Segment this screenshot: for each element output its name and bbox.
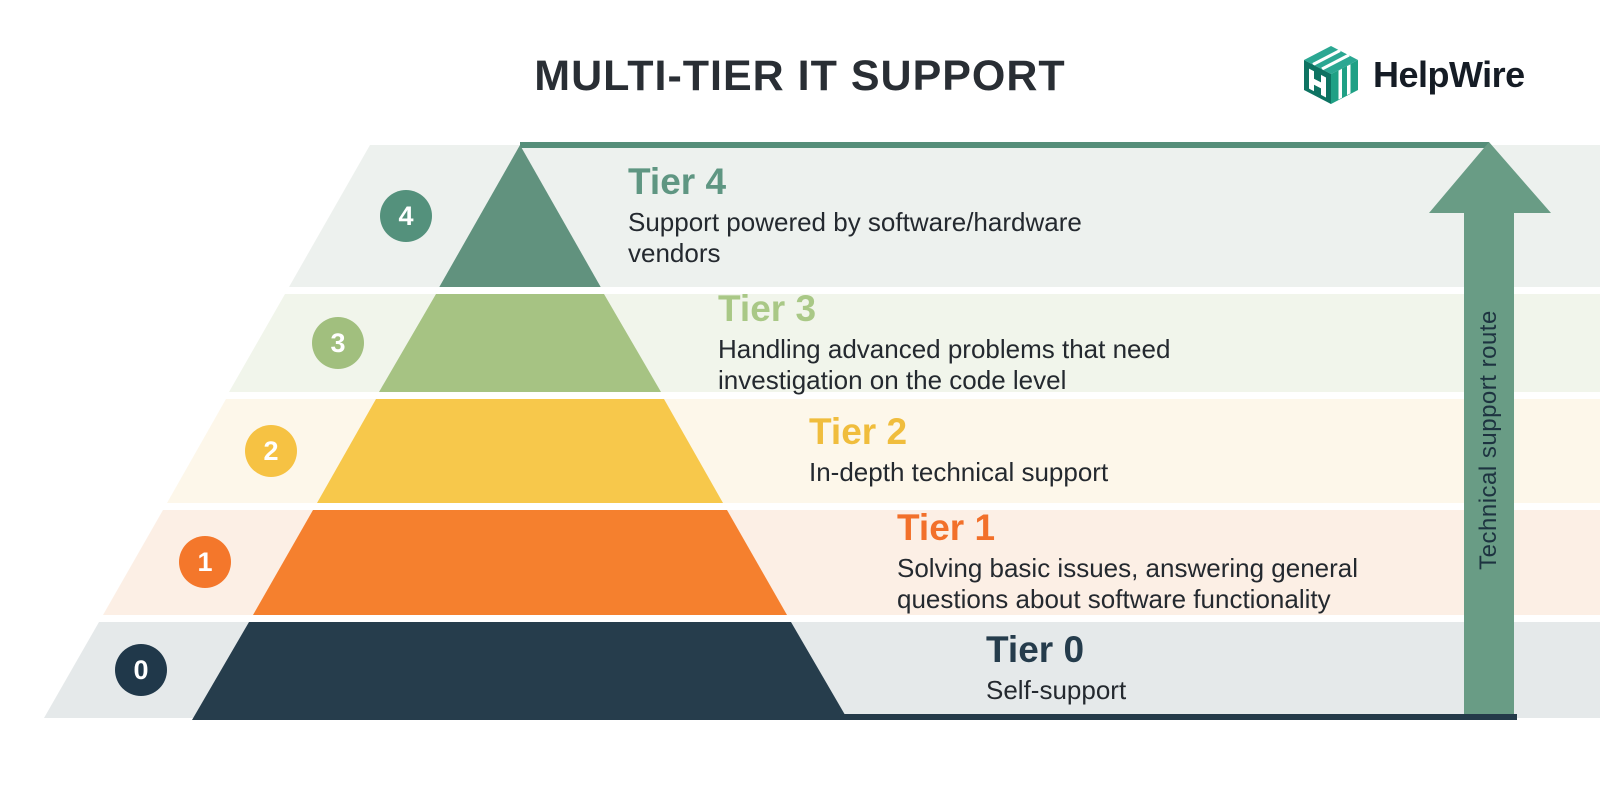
cube-logo-icon [1304,46,1358,104]
support-route-label: Technical support route [1475,310,1502,570]
page-title: MULTI-TIER IT SUPPORT [534,52,1066,100]
tier2-description: In-depth technical support [809,457,1109,487]
brand-logo: HelpWire [1302,44,1525,106]
tier1-heading: Tier 1 [897,507,996,548]
tier0-text-block: Tier 0 Self-support [986,630,1126,706]
tier1-description: Solving basic issues, answering general … [897,553,1359,614]
tier0-description: Self-support [986,675,1127,705]
tier2-band [167,399,1600,503]
tier4-heading: Tier 4 [628,161,727,202]
brand-name: HelpWire [1373,54,1525,95]
tier2-heading: Tier 2 [809,411,908,452]
tier4-description: Support powered by software/hardware ven… [628,207,1082,268]
tier1-band [103,510,1600,615]
tier3-description: Handling advanced problems that need inv… [718,334,1171,395]
tier4-badge: 4 [380,190,432,242]
tier2-badge: 2 [245,425,297,477]
tier3-badge: 3 [312,317,364,369]
tier4-text-block: Tier 4 Support powered by software/hardw… [628,162,1082,269]
tier0-band [44,622,1600,718]
tier1-text-block: Tier 1 Solving basic issues, answering g… [897,508,1358,615]
tier0-heading: Tier 0 [986,629,1085,670]
tier0-badge: 0 [115,644,167,696]
tier2-text-block: Tier 2 In-depth technical support [809,412,1108,488]
tier1-badge: 1 [179,536,231,588]
tier3-heading: Tier 3 [718,288,817,329]
tier3-text-block: Tier 3 Handling advanced problems that n… [718,289,1170,396]
